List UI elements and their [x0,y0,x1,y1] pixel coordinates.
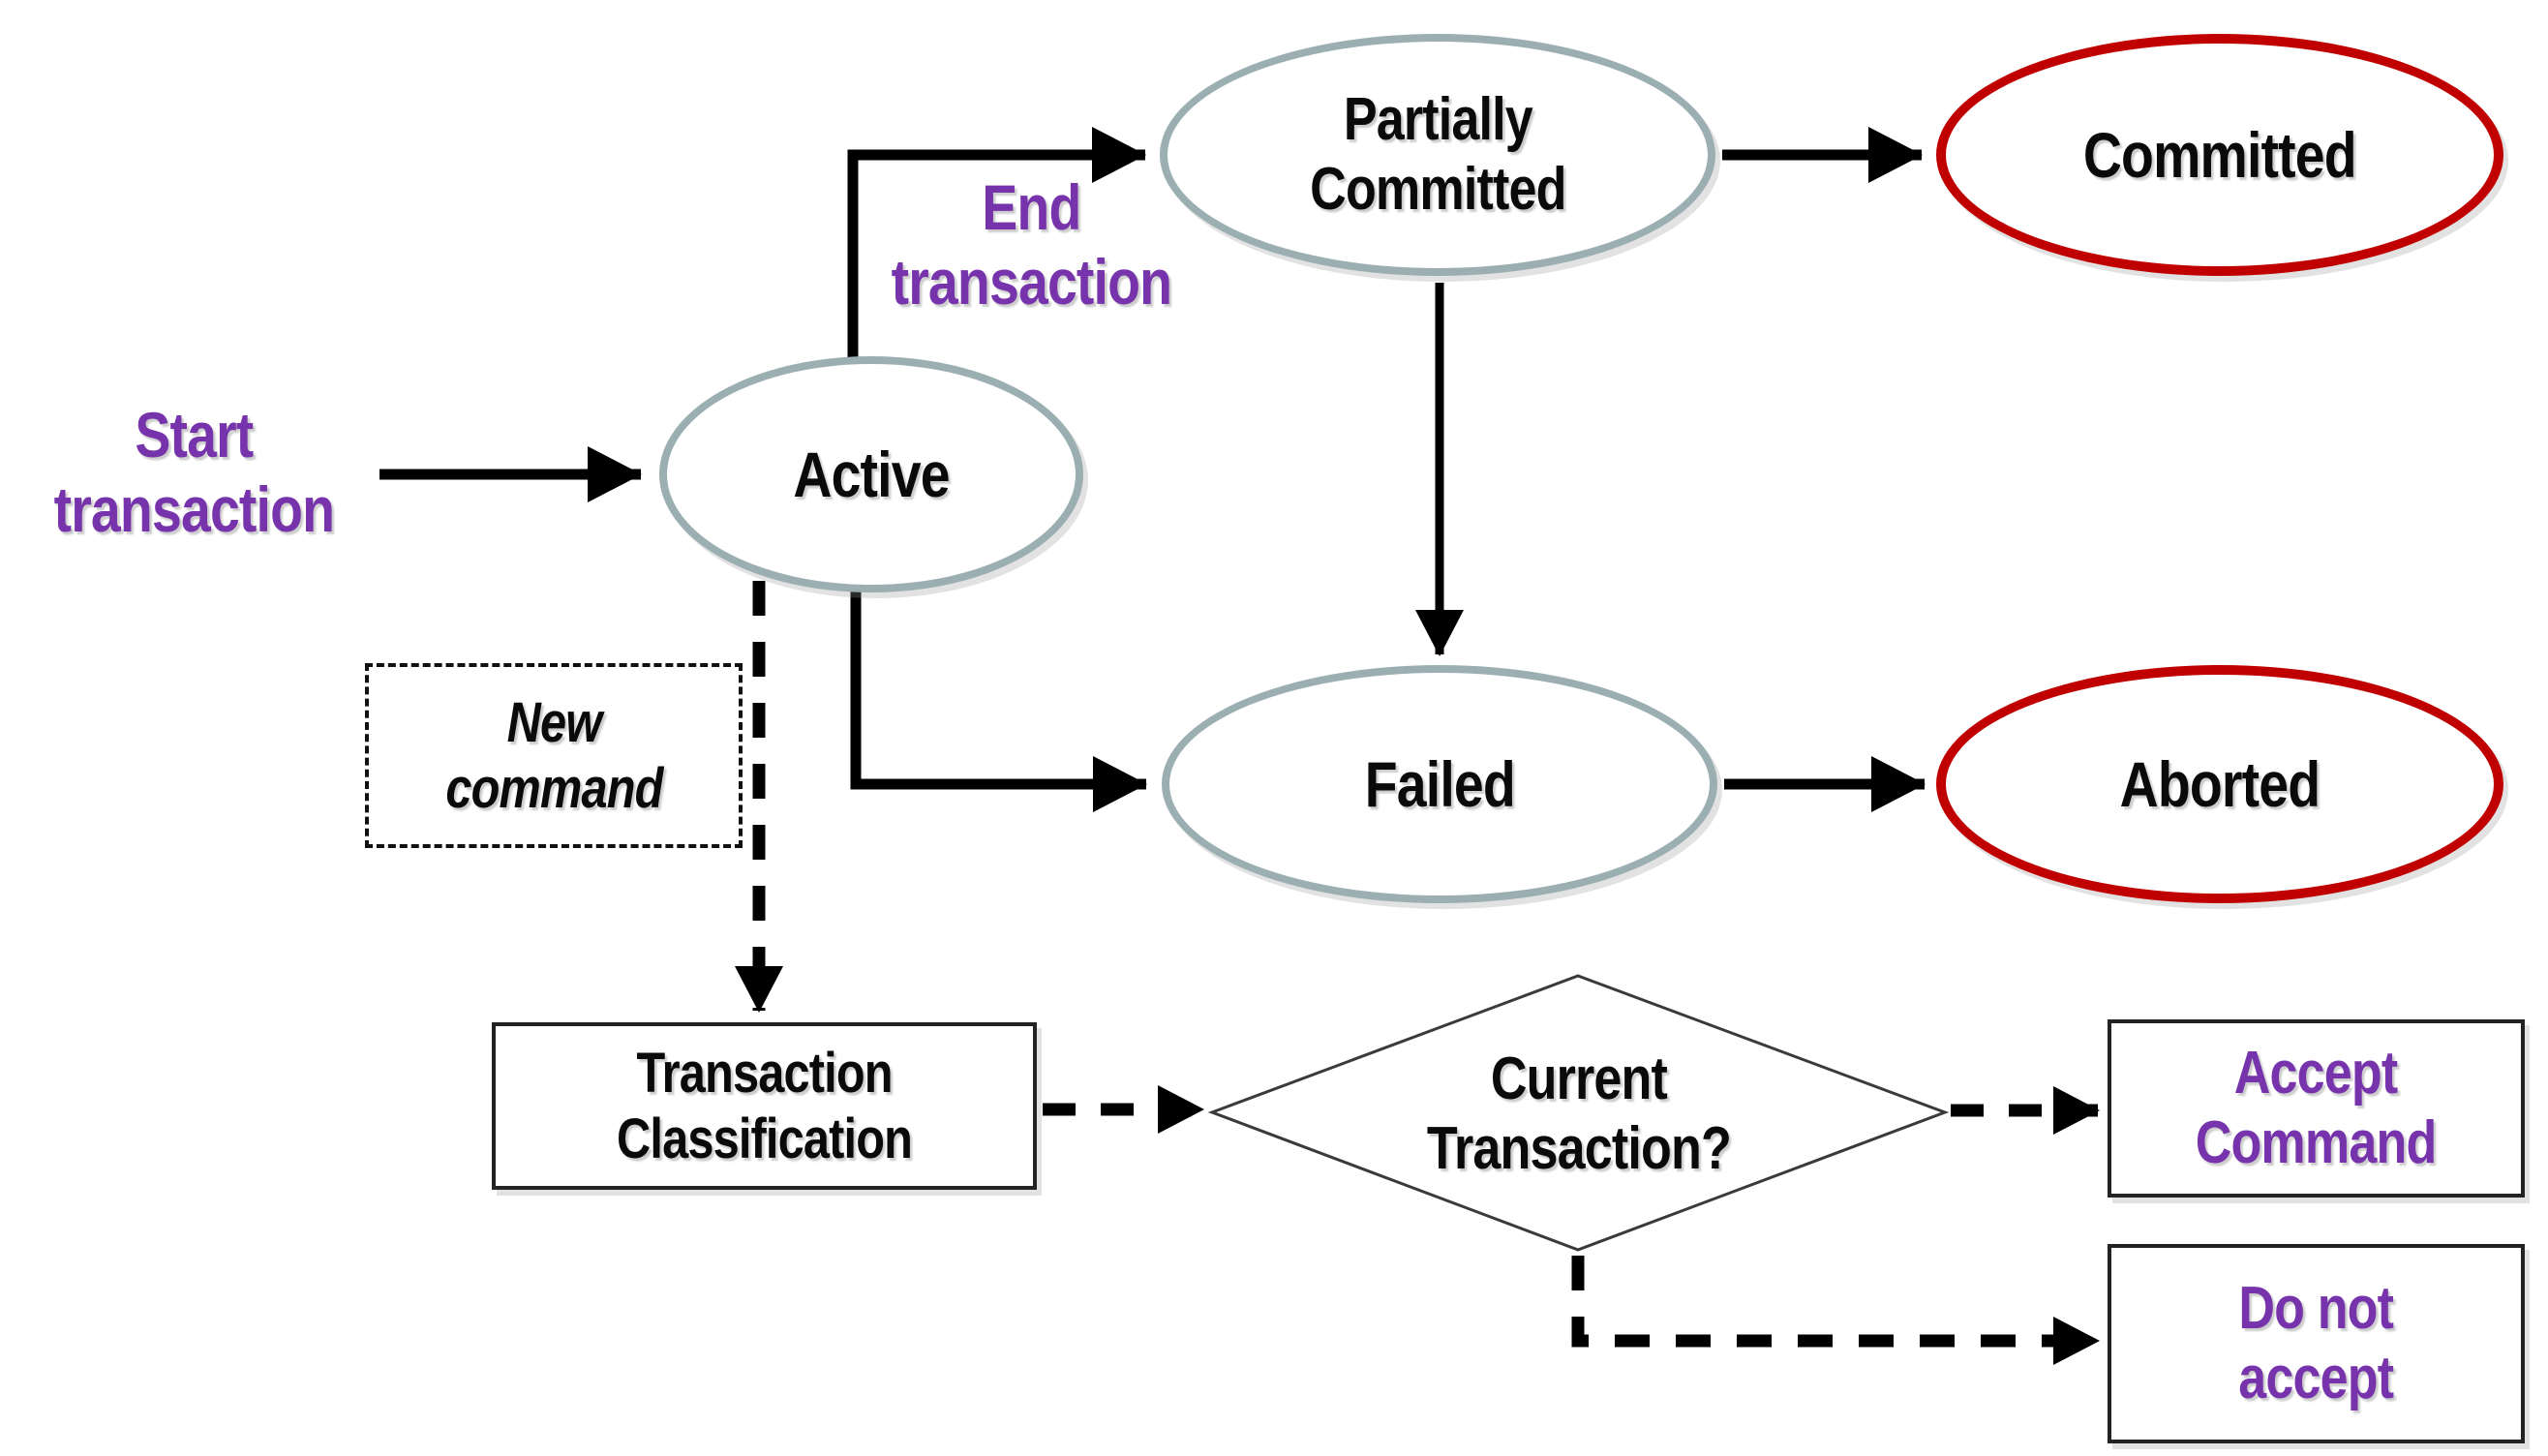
decision-diamond-shape [1207,974,1950,1252]
node-failed: Failed [1162,665,1717,903]
label-start-transaction: Start transaction [0,385,387,560]
node-committed: Committed [1936,34,2503,276]
node-committed-label: Committed [2083,118,2357,191]
node-active-label: Active [793,438,950,510]
box-new-command: New command [365,663,743,848]
node-aborted: Aborted [1936,665,2503,903]
label-end-transaction: End transaction [804,165,1259,324]
node-failed-label: Failed [1364,747,1515,820]
label-start-transaction-text: Start transaction [53,399,334,545]
connector-active-to-partially-committed [847,127,1146,362]
label-end-transaction-text: End transaction [891,170,1171,318]
node-aborted-label: Aborted [2119,747,2320,820]
node-partially-committed-label: Partially Committed [1309,86,1566,223]
decision-current-transaction-label: Current Transaction? [1426,1045,1731,1182]
node-active: Active [659,356,1083,592]
box-do-not-accept-label: Do not accept [2238,1275,2395,1411]
box-transaction-classification: Transaction Classification [492,1022,1037,1190]
box-transaction-classification-label: Transaction Classification [616,1042,913,1170]
box-accept-command: Accept Command [2108,1019,2525,1198]
connector-decision-to-do-not-accept [1571,1256,2100,1365]
box-new-command-label: New command [444,691,663,820]
box-accept-command-label: Accept Command [2196,1040,2438,1176]
connector-active-to-failed [850,585,1147,812]
node-partially-committed: Partially Committed [1160,34,1715,276]
box-do-not-accept: Do not accept [2108,1244,2525,1443]
decision-current-transaction: Current Transaction? [1212,976,1945,1252]
